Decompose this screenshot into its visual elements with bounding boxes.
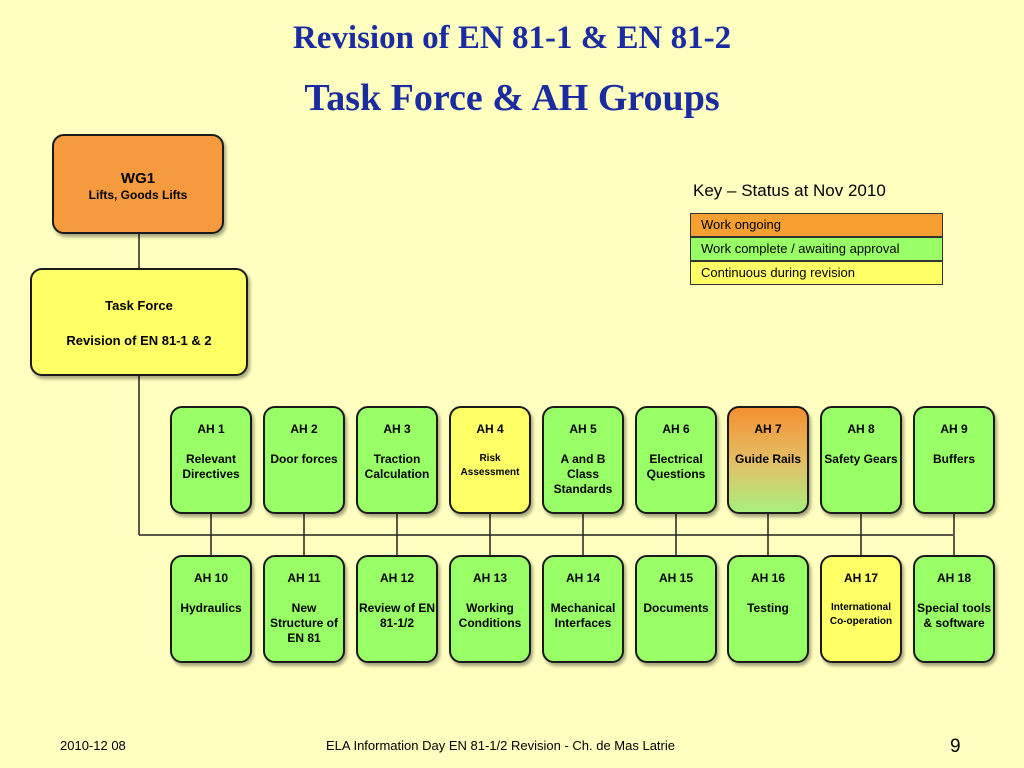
ah-box: AH 1 Relevant Directives [170,406,252,514]
ah-box: AH 5 A and B Class Standards [542,406,624,514]
ah-name: Testing [747,601,789,615]
ah-name: Review of EN 81-1/2 [358,601,436,630]
ah-id: AH 14 [565,571,600,585]
ah-id: AH 17 [843,571,878,585]
slide-title-line1: Revision of EN 81-1 & EN 81-2 [292,20,732,56]
ah-name: Traction Calculation [364,452,430,481]
ah-box: AH 10 Hydraulics [170,555,252,663]
ah-box: AH 4 Risk Assessment [449,406,531,514]
footer-date: 2010-12 08 [60,738,126,753]
ah-box: AH 2 Door forces [263,406,345,514]
key-work-complete: Work complete / awaiting approval [690,237,943,261]
wg1-name: WG1 [120,170,156,187]
ah-box: AH 15 Documents [635,555,717,663]
wg1-subtitle: Lifts, Goods Lifts [88,188,188,202]
ah-box: AH 14 Mechanical Interfaces [542,555,624,663]
ah-id: AH 18 [936,571,971,585]
ah-name: New Structure of EN 81 [269,601,338,645]
ah-name: Door forces [270,452,338,466]
ah-id: AH 12 [379,571,414,585]
ah-box: AH 12 Review of EN 81-1/2 [356,555,438,663]
ah-box: AH 6 Electrical Questions [635,406,717,514]
ah-name: Safety Gears [824,452,898,466]
slide-title-line2: Task Force & AH Groups [304,77,720,119]
ah-name: Guide Rails [734,452,802,466]
key-continuous: Continuous during revision [690,261,943,285]
ah-name: Electrical Questions [646,452,706,481]
ah-name: Special tools & software [916,601,992,630]
footer-center: ELA Information Day EN 81-1/2 Revision -… [326,738,675,753]
ah-box: AH 7 Guide Rails [727,406,809,514]
task-force-name: Task Force [105,298,173,313]
task-force-box: Task Force Revision of EN 81-1 & 2 [30,268,248,376]
task-force-subtitle: Revision of EN 81-1 & 2 [66,333,212,348]
ah-box: AH 18 Special tools & software [913,555,995,663]
ah-id: AH 7 [754,422,782,436]
key-title: Key – Status at Nov 2010 [693,181,886,200]
ah-box: AH 3 Traction Calculation [356,406,438,514]
ah-name: A and B Class Standards [553,452,613,496]
ah-box: AH 16 Testing [727,555,809,663]
ah-id: AH 2 [290,422,318,436]
ah-id: AH 13 [472,571,507,585]
ah-box: AH 9 Buffers [913,406,995,514]
ah-id: AH 1 [197,422,225,436]
ah-box: AH 13 Working Conditions [449,555,531,663]
ah-name: Risk Assessment [460,453,520,478]
ah-box: AH 11 New Structure of EN 81 [263,555,345,663]
ah-name: International Co-operation [829,602,893,627]
ah-id: AH 8 [847,422,875,436]
ah-id: AH 11 [287,571,321,585]
footer-page-number: 9 [950,736,961,757]
ah-name: Buffers [932,452,975,466]
ah-name: Documents [643,601,709,615]
ah-name: Relevant Directives [182,452,240,481]
ah-id: AH 15 [658,571,693,585]
ah-id: AH 4 [476,422,504,436]
ah-id: AH 10 [193,571,228,585]
ah-box: AH 17 International Co-operation [820,555,902,663]
ah-id: AH 5 [569,422,597,436]
ah-name: Hydraulics [180,601,242,615]
wg1-box: WG1 Lifts, Goods Lifts [52,134,224,234]
key-work-ongoing: Work ongoing [690,213,943,237]
ah-name: Mechanical Interfaces [550,601,616,630]
ah-box: AH 8 Safety Gears [820,406,902,514]
ah-id: AH 9 [940,422,968,436]
ah-id: AH 3 [383,422,411,436]
ah-id: AH 16 [750,571,785,585]
ah-id: AH 6 [662,422,690,436]
ah-name: Working Conditions [458,601,522,630]
